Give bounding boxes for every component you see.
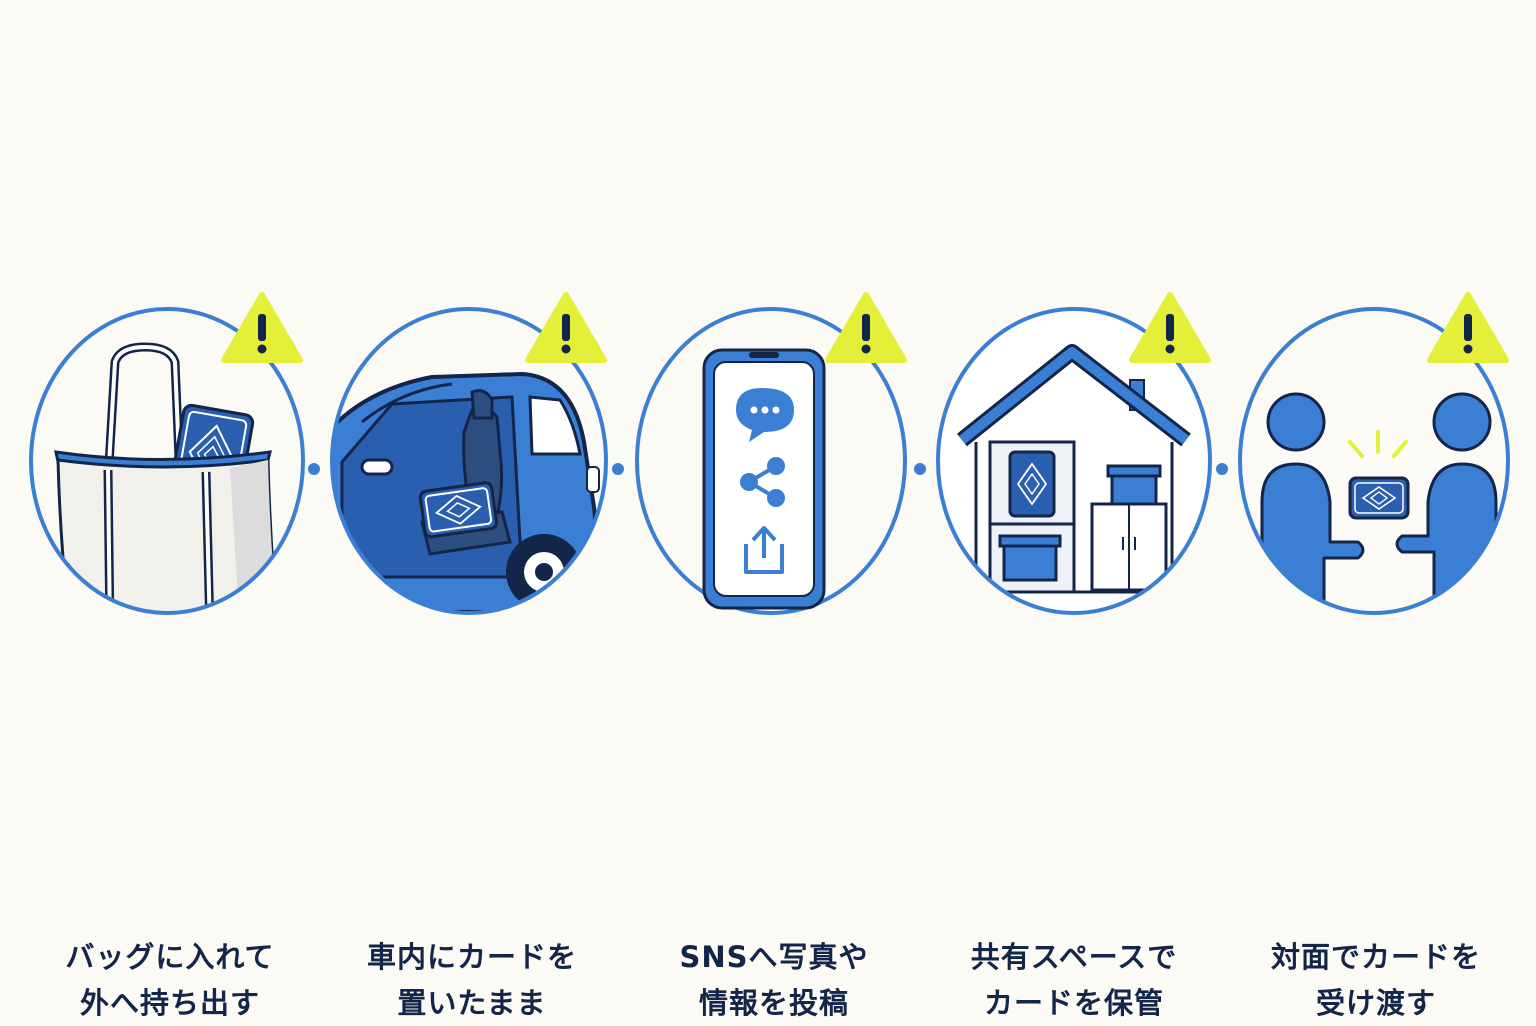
warning-triangle-icon (1129, 292, 1211, 363)
car-with-card-on-seat-icon (330, 292, 608, 615)
step-caption: 共有スペースで カードを保管 (924, 934, 1224, 1026)
caption-line-1: バッグに入れて (65, 940, 275, 974)
step-shared-space: 共有スペースで カードを保管 (924, 292, 1224, 1020)
caption-line-2: 外へ持ち出す (79, 986, 260, 1020)
caption-line-1: 共有スペースで (970, 940, 1178, 974)
warning-triangle-icon (825, 292, 907, 363)
caption-line-2: 受け渡す (1315, 986, 1436, 1020)
face-to-face-handover-icon (1238, 292, 1510, 615)
smartphone-sns-share-icon (635, 292, 907, 615)
connector-dot (612, 463, 624, 475)
caption-line-1: 車内にカードを (366, 940, 577, 974)
caption-line-2: カードを保管 (983, 986, 1164, 1020)
step-caption: SNSへ写真や 情報を投稿 (624, 934, 924, 1026)
warning-triangle-icon (1427, 292, 1509, 363)
connector-dot (1216, 463, 1228, 475)
caption-line-2: 置いたまま (397, 986, 547, 1020)
house-shared-storage-icon (936, 292, 1212, 615)
step-caption: 車内にカードを 置いたまま (322, 934, 622, 1026)
step-car: 車内にカードを 置いたまま (322, 292, 622, 1020)
warning-triangle-icon (221, 292, 303, 363)
step-caption: 対面でカードを 受け渡す (1226, 934, 1526, 1026)
connector-dot (914, 463, 926, 475)
caption-line-1: 対面でカードを (1270, 940, 1481, 974)
caption-line-2: 情報を投稿 (698, 986, 849, 1020)
warning-triangle-icon (525, 292, 607, 363)
tote-bag-with-card-icon (29, 292, 305, 615)
step-handover: 対面でカードを 受け渡す (1226, 292, 1526, 1020)
step-bag: バッグに入れて 外へ持ち出す (20, 292, 320, 1020)
step-caption: バッグに入れて 外へ持ち出す (20, 934, 320, 1026)
step-sns: SNSへ写真や 情報を投稿 (624, 292, 924, 1020)
caption-line-1: SNSへ写真や (679, 940, 869, 974)
connector-dot (308, 463, 320, 475)
